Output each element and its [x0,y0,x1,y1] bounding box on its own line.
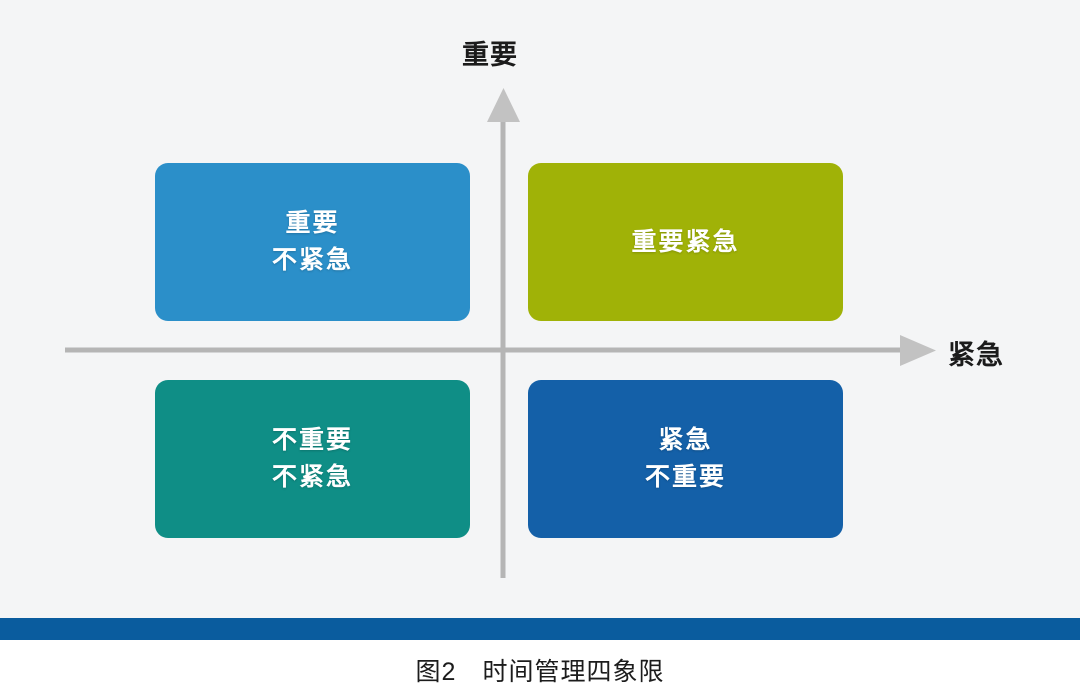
quadrant-label: 重要 不紧急 [271,209,353,274]
quadrant-not-important-not-urgent[interactable]: 不重要 不紧急 [155,380,478,547]
axis-label-urgent: 紧急 [948,340,1004,370]
quadrant-3d-edge [842,389,851,547]
figure-caption: 图2 时间管理四象限 [415,657,665,686]
quadrant-important-not-urgent[interactable]: 重要 不紧急 [155,163,478,330]
quadrant-label: 重要紧急 [631,227,740,256]
quadrant-3d-edge [469,172,478,330]
figure-canvas: 重要 紧急 重要 不紧急 重要紧急 不重要 不紧急 紧急 不重要 [0,0,1080,618]
quadrant-important-urgent[interactable]: 重要紧急 [528,163,851,330]
quadrant-label: 不重要 不紧急 [271,426,353,491]
quadrant-label: 紧急 不重要 [644,426,726,491]
caption-area: 图2 时间管理四象限 [0,640,1080,699]
axis-label-important: 重要 [462,40,518,70]
quadrant-urgent-not-important[interactable]: 紧急 不重要 [528,380,851,547]
divider-bar [0,618,1080,640]
quadrant-3d-edge [469,389,478,547]
quadrant-3d-edge [842,172,851,330]
